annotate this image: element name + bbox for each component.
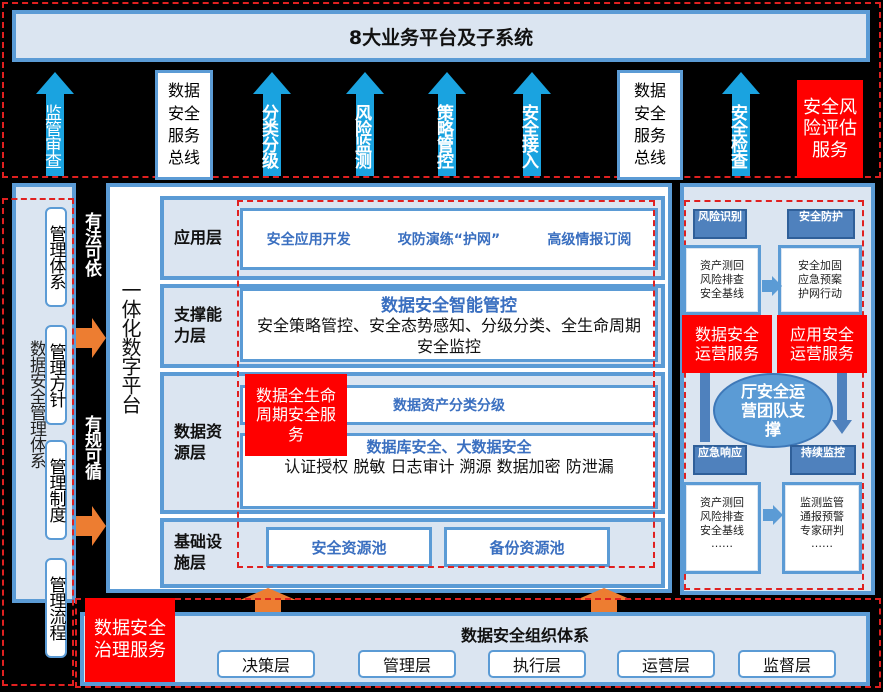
arrow-risk-monitoring: 风险监测: [346, 72, 384, 176]
arrow-classification: 分类分级: [253, 72, 291, 176]
arrow-policy-control: 策略管控: [428, 72, 466, 176]
tag-emergency-response: 应急响应: [693, 445, 747, 475]
ops-team-center: 厅安全运营团队支撑: [713, 373, 833, 448]
tag-risk-identification: 风险识别: [693, 209, 747, 239]
support-text: 安全策略管控、安全态势感知、分级分类、全生命周期安全监控: [256, 316, 641, 356]
layer-label: 基础设施层: [174, 532, 223, 572]
support-heading: 数据安全智能管控: [381, 296, 517, 316]
database-security-box: 数据库安全、大数据安全 认证授权 脱敏 日志审计 溯源 数据加密 防泄漏: [240, 433, 658, 509]
data-ops-service: 数据安全运营服务: [682, 315, 772, 373]
note-box: 监测监管通报预警专家研判……: [786, 486, 858, 570]
platform-title: 一体化数字平台: [118, 280, 142, 413]
down-arrow-icon: [832, 420, 852, 434]
side-label: 有规可循: [81, 415, 101, 479]
org-level: 运营层: [617, 650, 715, 678]
up-arrow-icon: [240, 588, 296, 600]
layer-label: 支撑能力层: [174, 305, 223, 345]
organization-system: [80, 612, 870, 686]
top-dashed-region: [2, 2, 881, 178]
security-pool: 安全资源池: [266, 527, 432, 567]
bottom-dashed-region: [75, 598, 881, 688]
up-arrow-shaft: [255, 600, 281, 612]
layer-label: 数据资源层: [174, 422, 223, 462]
app-item: 攻防演练“护网”: [397, 232, 501, 248]
orange-arrow-icon: [92, 506, 106, 546]
orange-arrow-icon: [76, 516, 92, 536]
layer-label: 应用层: [174, 227, 223, 247]
arrow-secure-access: 安全接入: [513, 72, 551, 176]
application-content: 安全应用开发 攻防演练“护网” 高级情报订阅: [240, 208, 658, 270]
service-bus-box: 数据安全服务总线: [617, 70, 683, 180]
support-content: 数据安全智能管控 安全策略管控、安全态势感知、分级分类、全生命周期安全监控: [240, 288, 658, 362]
management-item: 管理制度: [45, 440, 67, 540]
note-box: 资产测回风险排查安全基线: [687, 249, 757, 311]
app-item: 安全应用开发: [266, 232, 351, 248]
org-level: 执行层: [488, 650, 586, 678]
up-arrow-shaft: [700, 370, 710, 442]
org-level: 监督层: [738, 650, 836, 678]
app-item: 高级情报订阅: [547, 232, 632, 248]
backup-pool: 备份资源池: [444, 527, 610, 567]
organization-title: 数据安全组织体系: [460, 626, 589, 645]
side-label: 有法可依: [81, 212, 101, 276]
note-box: 资产测回风险排查安全基线……: [687, 486, 757, 570]
management-item: 管理流程: [45, 558, 67, 658]
right-arrow-head: [773, 505, 783, 525]
lifecycle-service: 数据全生命周期安全服务: [245, 374, 347, 456]
up-arrow-shaft: [591, 600, 617, 612]
business-platforms-bar: 8大业务平台及子系统: [12, 10, 870, 62]
right-dashed-region: [684, 200, 864, 590]
management-system-title: 数据安全管理体系: [26, 340, 46, 468]
app-ops-service: 应用安全运营服务: [777, 315, 867, 373]
database-security-text: 认证授权 脱敏 日志审计 溯源 数据加密 防泄漏: [284, 457, 614, 476]
up-arrow-icon: [576, 588, 632, 600]
org-level: 决策层: [217, 650, 315, 678]
service-bus-box: 数据安全服务总线: [155, 70, 213, 180]
risk-assessment-service: 安全风险评估服务: [797, 80, 863, 178]
tag-security-protection: 安全防护: [787, 209, 855, 239]
governance-service: 数据安全治理服务: [85, 598, 175, 682]
orange-arrow-icon: [92, 318, 106, 358]
database-security-heading: 数据库安全、大数据安全: [366, 438, 532, 456]
note-box: 安全加固应急预案护网行动: [782, 249, 858, 311]
platform-dashed-region: [237, 200, 655, 568]
orange-arrow-icon: [76, 328, 92, 348]
tag-continuous-monitoring: 持续监控: [790, 445, 856, 475]
right-arrow-icon: [763, 509, 773, 521]
right-arrow-head: [772, 276, 782, 296]
down-arrow-shaft: [837, 370, 847, 420]
right-arrow-icon: [762, 280, 772, 292]
management-item: 管理体系: [45, 207, 67, 307]
org-level: 管理层: [358, 650, 456, 678]
arrow-security-check: 安全检查: [722, 72, 760, 176]
arrow-supervision: 监管审查: [36, 72, 74, 176]
left-dashed-region: [2, 198, 74, 686]
management-item: 管理方针: [45, 325, 67, 425]
